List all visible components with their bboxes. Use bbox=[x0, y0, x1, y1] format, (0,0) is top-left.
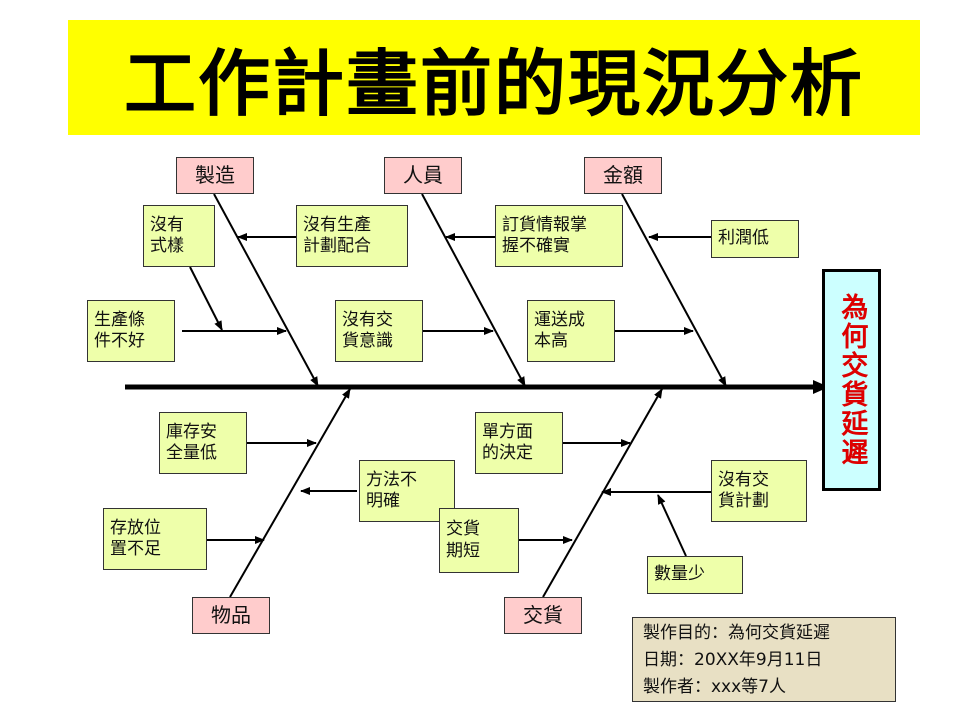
cause-label: 方法不 明確 bbox=[366, 469, 417, 511]
cause-low-safety-stock: 庫存安 全量低 bbox=[159, 412, 247, 474]
cause-order-info-unclear: 訂貨情報掌 握不確實 bbox=[495, 205, 623, 267]
bone-personnel bbox=[421, 193, 526, 387]
cause-label: 沒有交 貨意識 bbox=[342, 309, 393, 351]
bone-amount bbox=[621, 193, 727, 387]
cause-no-style: 沒有 式樣 bbox=[143, 205, 215, 267]
cause-short-delivery-period: 交貨 期短 bbox=[439, 508, 519, 573]
arrow-small-quantity bbox=[657, 494, 687, 557]
cause-no-delivery-awareness: 沒有交 貨意識 bbox=[335, 300, 423, 362]
info-purpose: 製作目的：為何交貨延遲 bbox=[643, 623, 830, 643]
info-box: 製作目的：為何交貨延遲 日期：20XX年9月11日 製作者：xxx等7人 bbox=[632, 617, 896, 702]
category-label: 製造 bbox=[195, 163, 235, 187]
effect-box: 為何交貨延遲 bbox=[822, 269, 881, 491]
title-banner: 工作計畫前的現況分析 bbox=[68, 20, 920, 135]
cause-poor-production-conditions: 生產條 件不好 bbox=[87, 300, 175, 362]
category-delivery: 交貨 bbox=[504, 597, 582, 634]
cause-no-delivery-plan: 沒有交 貨計劃 bbox=[711, 460, 807, 522]
cause-label: 沒有生產 計劃配合 bbox=[303, 214, 371, 256]
category-label: 人員 bbox=[403, 163, 443, 187]
cause-label: 交貨 期短 bbox=[446, 519, 480, 561]
cause-high-shipping-cost: 運送成 本高 bbox=[527, 300, 615, 362]
effect-label: 為何交貨延遲 bbox=[836, 293, 868, 467]
cause-label: 生產條 件不好 bbox=[94, 309, 145, 351]
category-manufacturing: 製造 bbox=[176, 157, 254, 194]
cause-label: 沒有 式樣 bbox=[150, 214, 184, 256]
cause-one-sided-decision: 單方面 的決定 bbox=[475, 412, 563, 474]
cause-label: 單方面 的決定 bbox=[482, 421, 533, 463]
category-personnel: 人員 bbox=[384, 157, 462, 194]
category-label: 物品 bbox=[211, 603, 251, 627]
cause-label: 存放位 置不足 bbox=[110, 517, 161, 559]
cause-low-profit: 利潤低 bbox=[711, 220, 799, 258]
cause-label: 訂貨情報掌 握不確實 bbox=[502, 214, 587, 256]
category-label: 金額 bbox=[603, 163, 643, 187]
category-label: 交貨 bbox=[523, 603, 563, 627]
bone-goods bbox=[229, 388, 351, 598]
cause-small-quantity: 數量少 bbox=[647, 556, 743, 594]
cause-label: 庫存安 全量低 bbox=[166, 421, 217, 463]
category-goods: 物品 bbox=[192, 597, 270, 634]
cause-label: 運送成 本高 bbox=[534, 309, 585, 351]
cause-label: 數量少 bbox=[654, 564, 705, 585]
cause-no-production-plan: 沒有生產 計劃配合 bbox=[296, 205, 408, 267]
page-title: 工作計畫前的現況分析 bbox=[123, 42, 864, 126]
cause-label: 沒有交 貨計劃 bbox=[718, 469, 769, 511]
info-date: 日期：20XX年9月11日 bbox=[643, 650, 823, 670]
cause-label: 利潤低 bbox=[718, 228, 769, 249]
category-amount: 金額 bbox=[584, 157, 662, 194]
info-author: 製作者：xxx等7人 bbox=[643, 677, 786, 697]
cause-insufficient-storage: 存放位 置不足 bbox=[103, 508, 207, 570]
arrow-no-style bbox=[189, 266, 223, 331]
bone-manufacturing bbox=[213, 193, 319, 387]
